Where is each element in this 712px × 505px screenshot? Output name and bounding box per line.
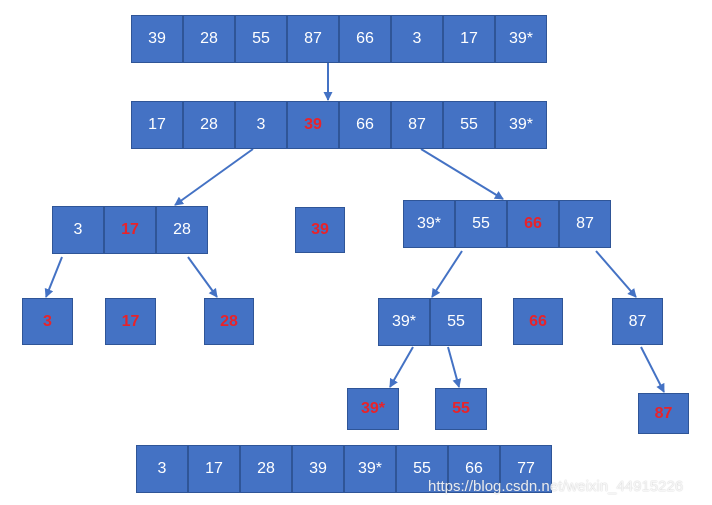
pivot-39-cell: 39	[295, 207, 345, 253]
arrow-partition-1-to-right-sub	[420, 148, 504, 200]
initial-cell: 17	[443, 15, 495, 63]
left-sub-cell: 17	[104, 206, 156, 254]
arrow-right-left-sub-to-leaf-39star	[389, 346, 414, 388]
result-cell: 55	[396, 445, 448, 493]
right-sub-cell: 55	[455, 200, 507, 248]
partition-1-cell: 17	[131, 101, 183, 149]
leaf-28-cell: 28	[204, 298, 254, 345]
right-left-sub-cell: 39*	[378, 298, 430, 346]
partition-1-cell: 55	[443, 101, 495, 149]
leaf-66-cell: 66	[513, 298, 563, 345]
right-sub-cell: 39*	[403, 200, 455, 248]
arrow-right-left-sub-to-leaf-55	[447, 346, 462, 388]
initial-cell: 39	[131, 15, 183, 63]
watermark-text: https://blog.csdn.net/weixin_44915226	[428, 478, 684, 495]
partition-1-cell: 28	[183, 101, 235, 149]
result-cell: 17	[188, 445, 240, 493]
arrow-left-sub-to-leaf-28	[187, 256, 218, 298]
result-cell: 39*	[344, 445, 396, 493]
result-cell: 66	[448, 445, 500, 493]
initial-cell: 3	[391, 15, 443, 63]
partition-1-cell: 39	[287, 101, 339, 149]
right-right-sub-cell: 87	[612, 298, 663, 345]
arrow-left-sub-to-leaf-3	[44, 256, 63, 298]
partition-1-cell: 66	[339, 101, 391, 149]
result-cell: 77	[500, 445, 552, 493]
arrow-partition-1-to-left-sub	[174, 148, 254, 206]
right-sub-cell: 66	[507, 200, 559, 248]
arrow-right-sub-to-right-left-sub	[431, 250, 463, 298]
leaf-87-cell: 87	[638, 393, 689, 434]
arrow-right-right-sub-to-leaf-87	[640, 346, 665, 393]
initial-cell: 87	[287, 15, 339, 63]
initial-cell: 66	[339, 15, 391, 63]
partition-1-cell: 3	[235, 101, 287, 149]
initial-cell: 28	[183, 15, 235, 63]
leaf-55-cell: 55	[435, 388, 487, 430]
left-sub-cell: 3	[52, 206, 104, 254]
partition-1-cell: 39*	[495, 101, 547, 149]
right-left-sub-cell: 55	[430, 298, 482, 346]
leaf-39star-cell: 39*	[347, 388, 399, 430]
partition-1-cell: 87	[391, 101, 443, 149]
right-sub-cell: 87	[559, 200, 611, 248]
arrow-right-sub-to-right-right-sub	[595, 250, 637, 298]
initial-cell: 55	[235, 15, 287, 63]
result-cell: 39	[292, 445, 344, 493]
result-cell: 3	[136, 445, 188, 493]
initial-cell: 39*	[495, 15, 547, 63]
result-cell: 28	[240, 445, 292, 493]
leaf-3-cell: 3	[22, 298, 73, 345]
left-sub-cell: 28	[156, 206, 208, 254]
leaf-17-cell: 17	[105, 298, 156, 345]
